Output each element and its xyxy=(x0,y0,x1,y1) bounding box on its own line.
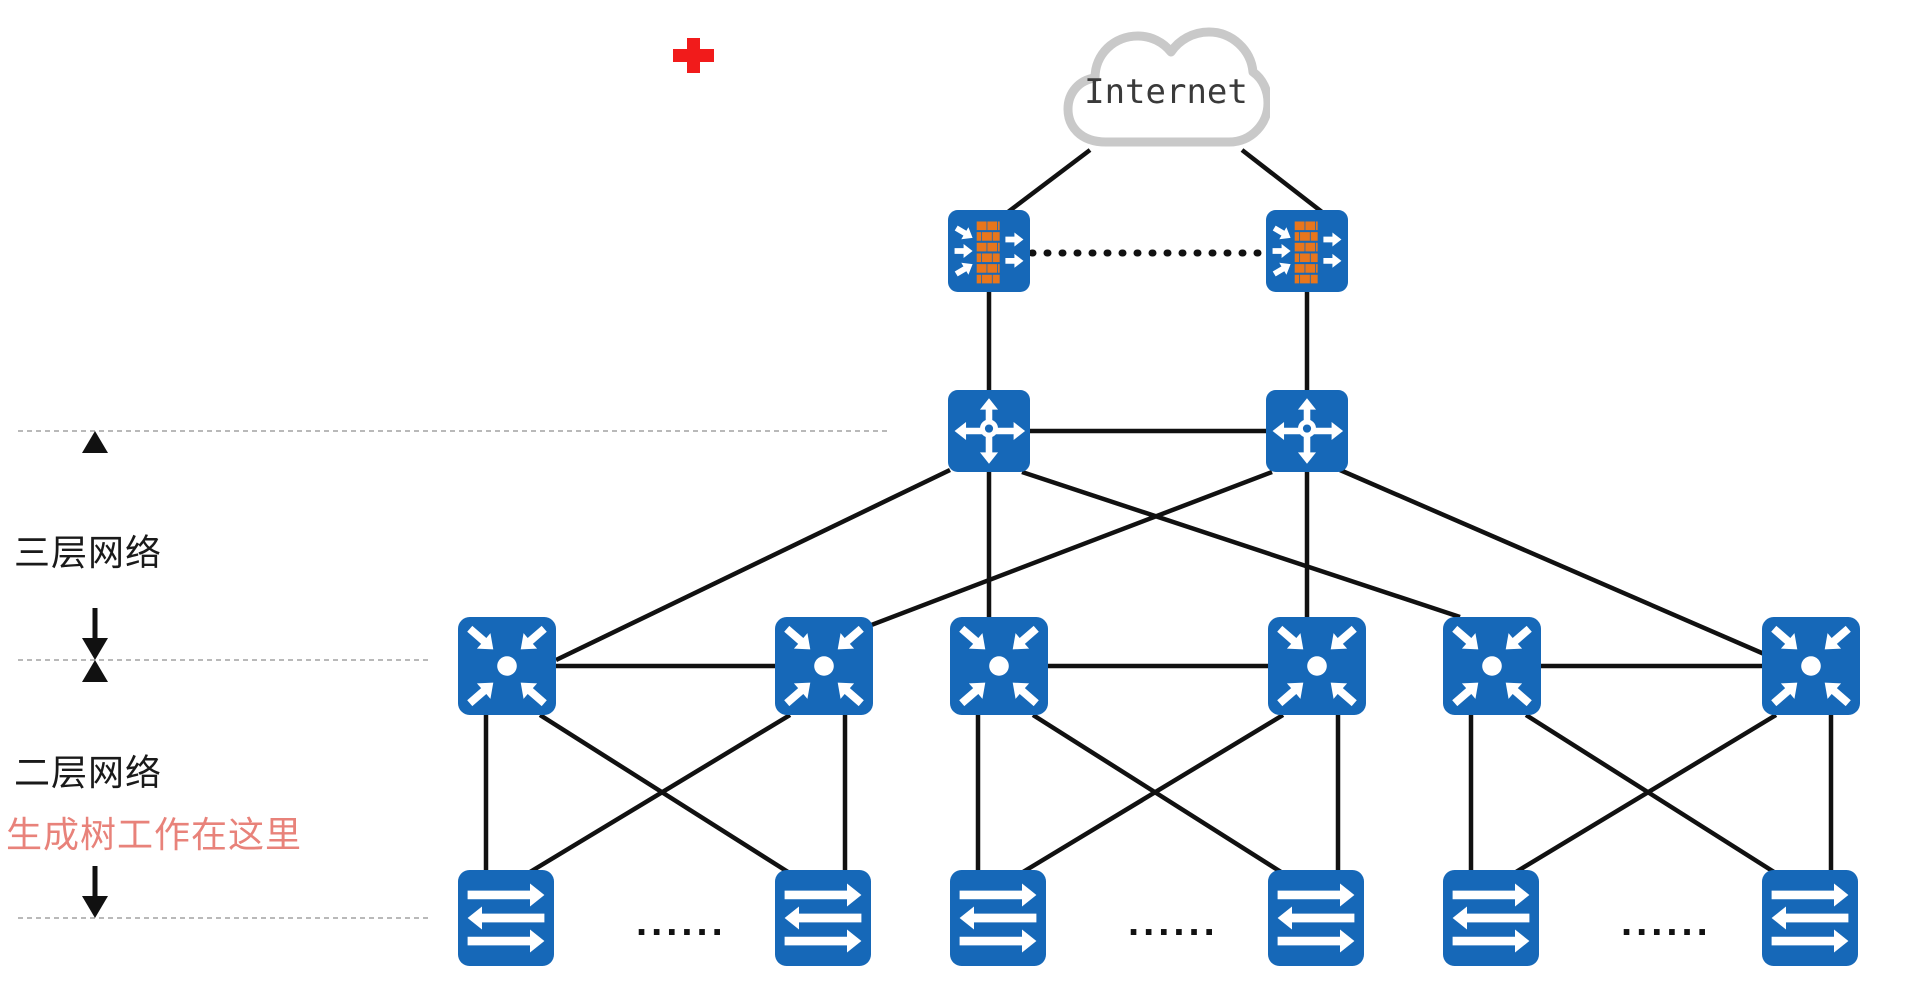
access-switch-6[interactable] xyxy=(1762,870,1858,966)
access-switch-icon xyxy=(1268,870,1364,966)
access-switch-icon xyxy=(775,870,871,966)
link xyxy=(1514,713,1778,874)
aggregation-switch-icon xyxy=(1762,617,1860,715)
router-icon xyxy=(948,390,1030,472)
core-router-right[interactable] xyxy=(1266,390,1348,472)
core-router-left[interactable] xyxy=(948,390,1030,472)
access-ellipsis-pod3: ...... xyxy=(1621,900,1712,944)
aggregation-switch-icon xyxy=(458,617,556,715)
access-switch-1[interactable] xyxy=(458,870,554,966)
aggregation-switch-icon xyxy=(950,617,1048,715)
aggregation-switch-icon xyxy=(1268,617,1366,715)
access-ellipsis-pod2: ...... xyxy=(1128,900,1219,944)
layer3-arrow-up xyxy=(82,431,108,453)
link xyxy=(1021,713,1285,874)
access-switch-2[interactable] xyxy=(775,870,871,966)
access-switch-icon xyxy=(1443,870,1539,966)
link xyxy=(1021,469,1461,620)
aggregation-switch-3[interactable] xyxy=(950,617,1048,715)
firewall-icon xyxy=(1266,210,1348,292)
access-switch-icon xyxy=(950,870,1046,966)
internet-cloud: Internet xyxy=(1062,14,1273,167)
layer2-label: 二层网络 xyxy=(14,753,163,793)
firewall-left[interactable] xyxy=(948,210,1030,292)
link xyxy=(555,467,951,663)
firewall-right[interactable] xyxy=(1266,210,1348,292)
access-switch-5[interactable] xyxy=(1443,870,1539,966)
aggregation-switch-5[interactable] xyxy=(1443,617,1541,715)
access-ellipsis-pod1: ...... xyxy=(636,900,727,944)
aggregation-switch-6[interactable] xyxy=(1762,617,1860,715)
access-switch-4[interactable] xyxy=(1268,870,1364,966)
plus-icon xyxy=(673,38,714,73)
aggregation-switch-icon xyxy=(775,617,873,715)
access-switch-icon xyxy=(458,870,554,966)
router-icon xyxy=(1266,390,1348,472)
cloud-shape xyxy=(1063,27,1273,147)
aggregation-switch-4[interactable] xyxy=(1268,617,1366,715)
spanning-tree-label: 生成树工作在这里 xyxy=(6,815,303,855)
link xyxy=(528,713,792,874)
firewall-icon xyxy=(948,210,1030,292)
layer2-arrow-down xyxy=(82,866,108,918)
aggregation-switch-1[interactable] xyxy=(458,617,556,715)
aggregation-switch-icon xyxy=(1443,617,1541,715)
internet-cloud-label: Internet xyxy=(1084,72,1248,112)
aggregation-switch-2[interactable] xyxy=(775,617,873,715)
layer3-arrow-down xyxy=(82,608,108,660)
layer2-arrow-up xyxy=(82,660,108,682)
link xyxy=(1339,467,1779,663)
layer3-label: 三层网络 xyxy=(14,533,163,573)
access-switch-icon xyxy=(1762,870,1858,966)
access-switch-3[interactable] xyxy=(950,870,1046,966)
link xyxy=(831,469,1273,643)
red-cross-marker xyxy=(673,38,714,78)
link xyxy=(1240,148,1324,214)
link xyxy=(1006,148,1092,214)
